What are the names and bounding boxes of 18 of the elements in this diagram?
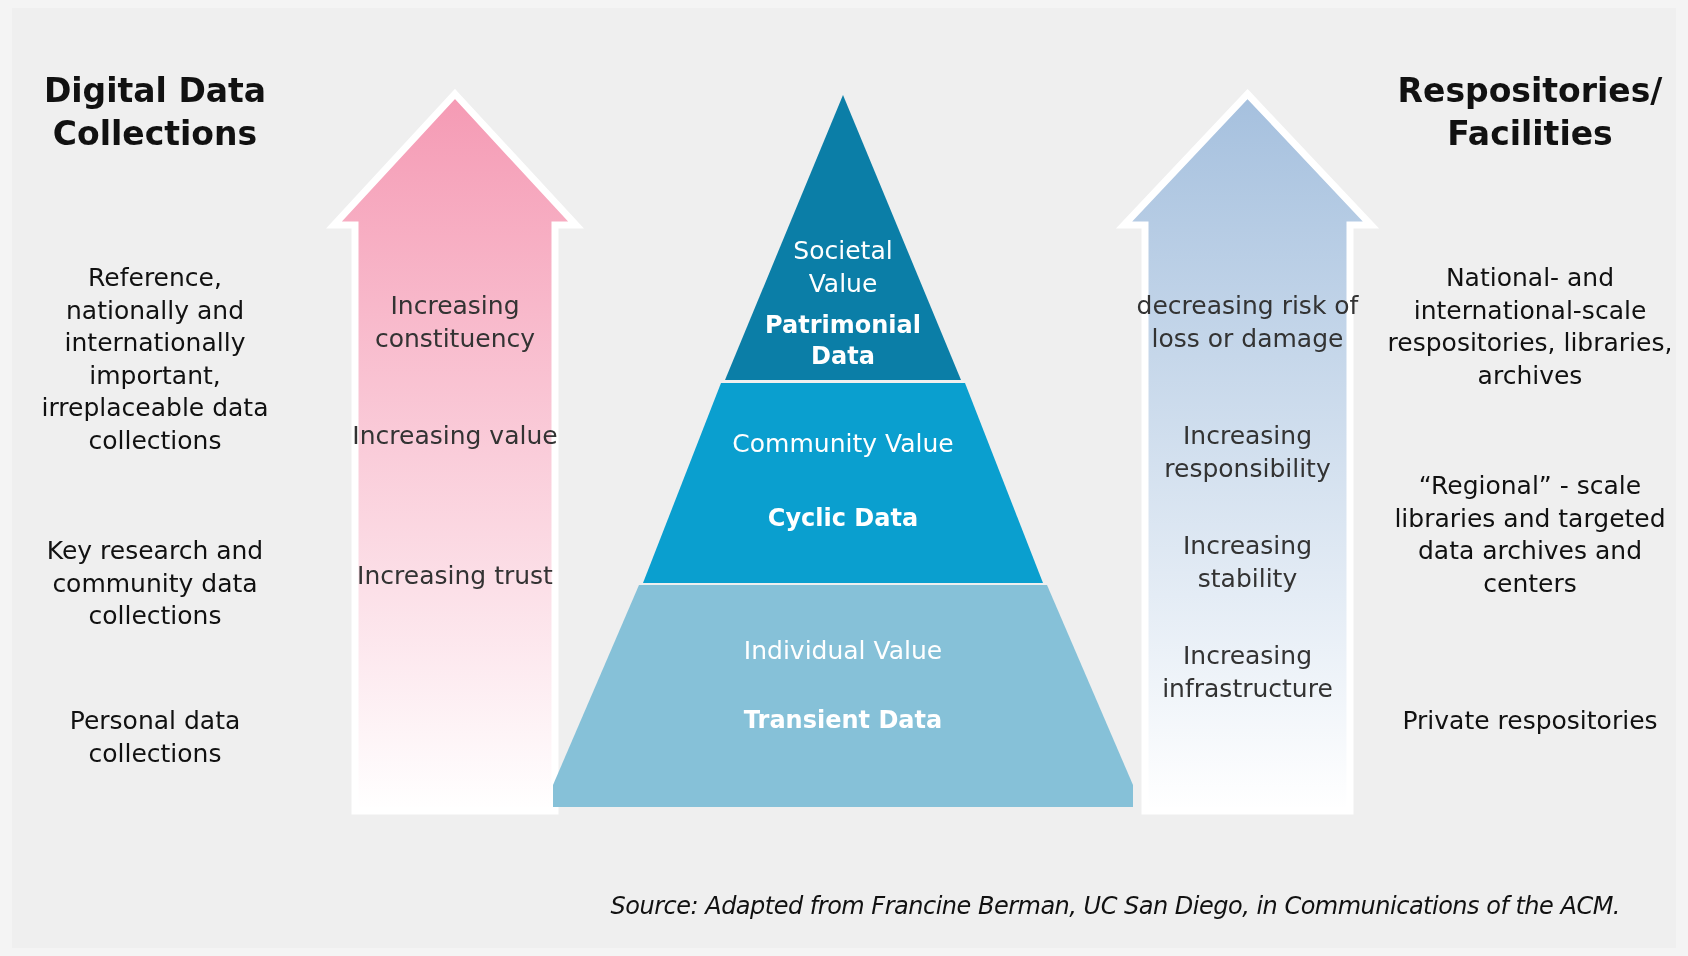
column-text: Personal data collections bbox=[68, 705, 242, 770]
tier-label: Societal Value bbox=[792, 235, 894, 300]
tier-label: Patrimonial Data bbox=[764, 310, 922, 373]
pyramid-tier bbox=[553, 585, 1133, 807]
tier-label: Individual Value bbox=[742, 635, 944, 667]
tier-label: Cyclic Data bbox=[766, 503, 920, 534]
column-heading: Digital Data Collections bbox=[42, 70, 268, 155]
column-text: Private respositories bbox=[1401, 705, 1659, 737]
column-text: Key research and community data collections bbox=[45, 535, 265, 632]
source-caption: Source: Adapted from Francine Berman, UC San Diego, in Communications of the ACM. bbox=[609, 892, 1620, 920]
pyramid-tier bbox=[725, 95, 961, 380]
column-text: National- and international-scale respositories, libraries, archives bbox=[1386, 262, 1674, 392]
column-text: “Regional” - scale libraries and targeted data archives and centers bbox=[1393, 470, 1667, 600]
tier-label: Transient Data bbox=[742, 705, 944, 736]
pyramid-tier bbox=[643, 383, 1043, 583]
column-heading: Respositories/ Facilities bbox=[1396, 70, 1664, 155]
column-text: Reference, nationally and internationally important, irreplaceable data collections bbox=[40, 262, 270, 457]
tier-label: Community Value bbox=[731, 428, 955, 460]
